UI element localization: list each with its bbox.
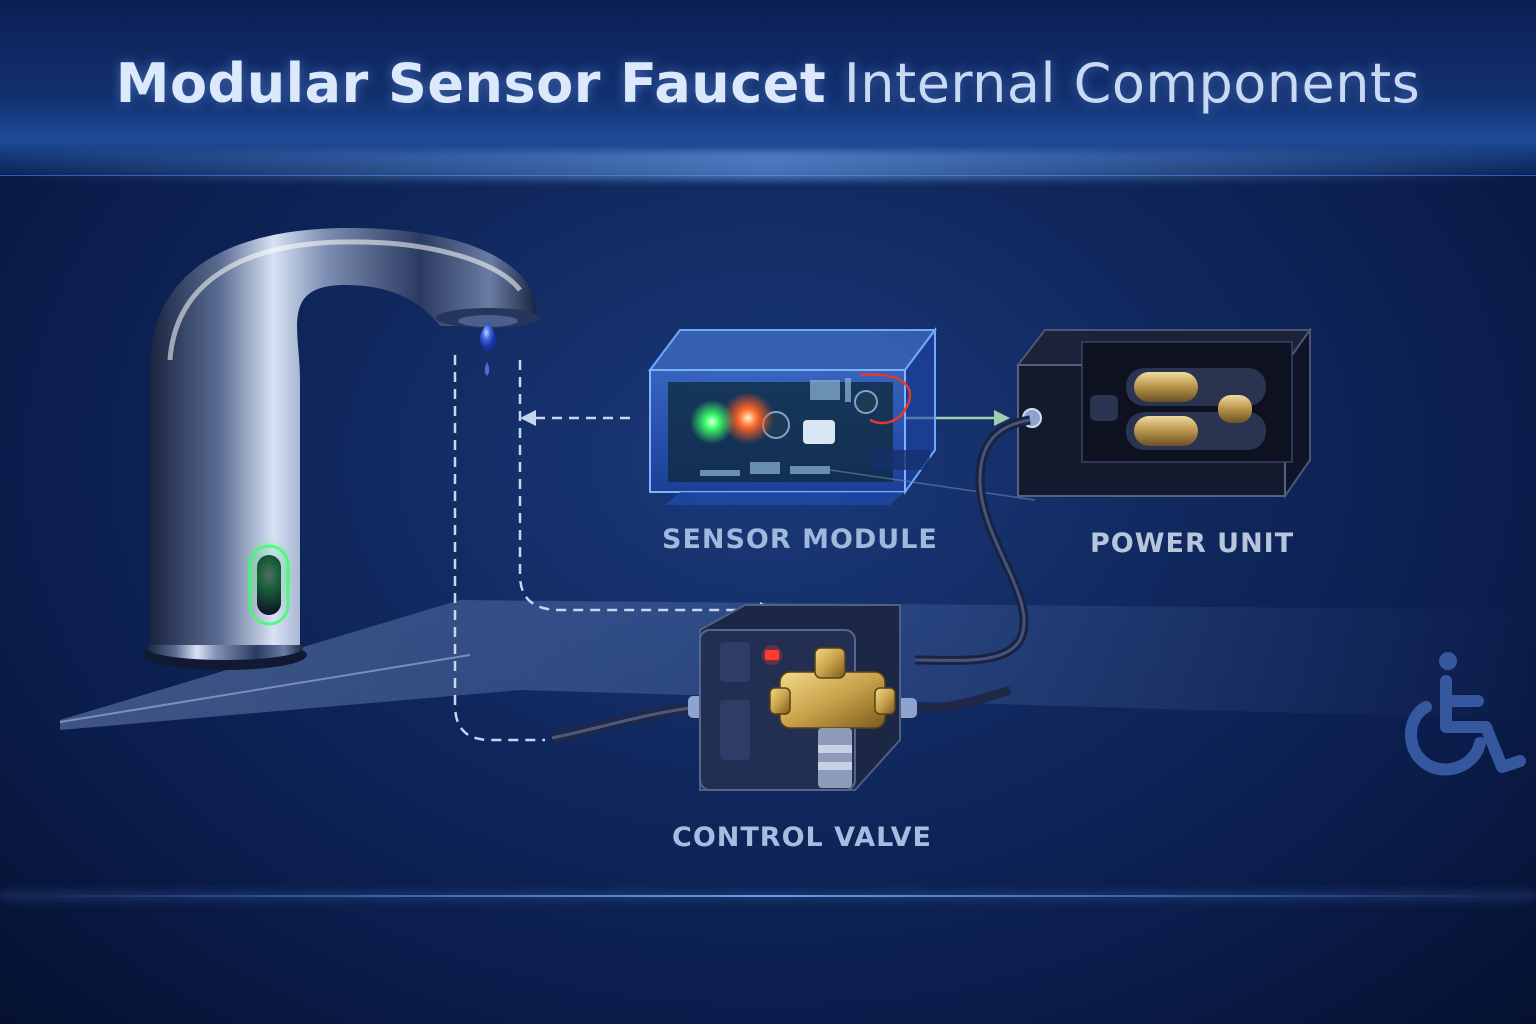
sensor-module-label: SENSOR MODULE	[662, 524, 938, 555]
falling-drop-icon	[485, 362, 490, 376]
battery-pack-icon	[1018, 330, 1310, 496]
power-unit-label: POWER UNIT	[1090, 528, 1294, 559]
wheelchair-icon	[1390, 645, 1530, 785]
control-valve-label: CONTROL VALVE	[672, 822, 932, 853]
bottom-divider	[0, 895, 1536, 897]
valve-icon	[700, 605, 900, 790]
arrow-head-left	[520, 410, 536, 426]
